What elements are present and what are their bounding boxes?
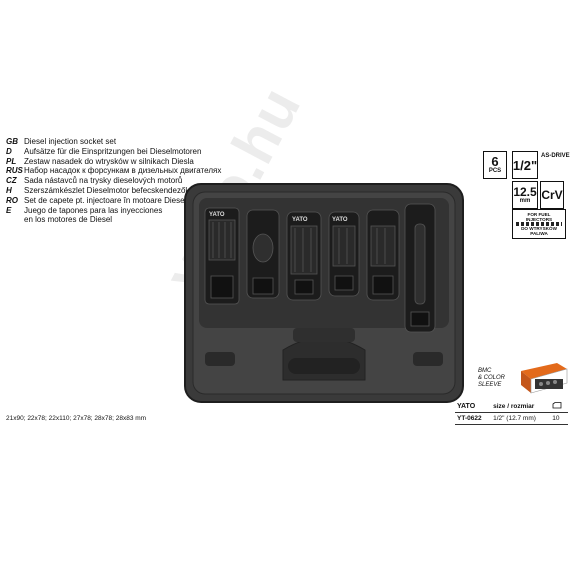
- language-text: Diesel injection socket set: [24, 137, 117, 146]
- box-icon: [550, 401, 568, 413]
- product-qty: 10: [550, 412, 568, 425]
- socket-sizes: 21x90; 22x78; 22x110; 27x78; 28x78; 28x8…: [6, 415, 147, 422]
- table-header: YATO size / rozmiar: [455, 401, 568, 413]
- language-code: PL: [6, 156, 17, 166]
- language-code: D: [6, 146, 12, 156]
- table-brand: YATO: [455, 401, 492, 413]
- drive-badge: 1/2": [512, 151, 538, 179]
- language-row: E Juego de tapones para las inyecciones: [6, 206, 186, 216]
- language-code: GB: [6, 137, 18, 146]
- pcs-count: 6: [491, 153, 499, 169]
- pcs-unit: PCS: [488, 167, 502, 174]
- product-code: YT-0622: [455, 412, 492, 425]
- injector-icon: [516, 222, 562, 226]
- pcs-badge: 6 PCS: [483, 151, 507, 179]
- packaging-line-2: & COLOR: [478, 375, 506, 381]
- product-size: 1/2" (12.7 mm): [491, 412, 551, 425]
- language-row: RO Set de capete pt. injectoare în motoar…: [6, 196, 186, 206]
- injector-badge: FOR FUEL INJECTORS DO WTRYSKÓW PALIWA: [512, 209, 566, 239]
- injector-label-top: FOR FUEL INJECTORS: [525, 212, 553, 222]
- table-row: YT-0622 1/2" (12.7 mm) 10: [455, 412, 568, 425]
- language-code: H: [6, 185, 12, 195]
- socket-6: [404, 203, 436, 333]
- socket-4-brand: YATO: [332, 217, 348, 223]
- injector-label-bottom: DO WTRYSKÓW PALIWA: [521, 226, 557, 236]
- language-row: H Szerszámkészlet Dieselmotor befecskende…: [6, 185, 202, 196]
- language-row: GB Diesel injection socket set: [6, 137, 186, 147]
- language-code: [6, 215, 24, 225]
- language-text: Juego de tapones para las inyecciones: [24, 205, 163, 215]
- material-badge: CrV: [540, 181, 564, 209]
- language-code: E: [6, 205, 12, 215]
- language-text: Zestaw nasadek do wtrysków w silnikach D…: [24, 156, 194, 166]
- tool-case-image: YATO YATO YATO: [184, 183, 464, 403]
- size-badge: 12.5 mm: [512, 181, 538, 209]
- packaging-label: BMC & COLOR SLEEVE: [478, 368, 518, 389]
- socket-3-brand: YATO: [292, 217, 308, 223]
- language-text: en los motores de Diesel: [24, 215, 113, 225]
- language-text: Sada nástavců na trysky dieselových moto…: [24, 176, 183, 186]
- table-size-header: size / rozmiar: [491, 401, 551, 413]
- product-table: YATO size / rozmiar YT-0622 1/2" (12.7 m…: [455, 401, 568, 425]
- socket-1: [204, 207, 240, 305]
- language-text: Set de capete pt. injectoare în motoare …: [24, 195, 187, 205]
- packaging-line-3: SLEEVE: [478, 382, 502, 388]
- size-value: 12.5: [513, 184, 537, 199]
- language-text: Набор насадок к форсункам в дизельных дв…: [24, 166, 222, 176]
- language-code: CZ: [6, 176, 17, 186]
- language-code: RO: [6, 195, 18, 205]
- socket-5: [366, 209, 400, 301]
- language-row: PL Zestaw nasadek do wtrysków w silnikach…: [6, 156, 194, 167]
- socket-4: [328, 211, 360, 297]
- size-unit: mm: [519, 197, 531, 204]
- socket-2: [246, 209, 280, 299]
- socket-1-brand: YATO: [209, 212, 225, 218]
- packaging-line-1: BMC: [478, 368, 492, 374]
- language-code: RUS: [6, 166, 23, 176]
- drive-label: AS-DRIVE: [541, 153, 570, 159]
- language-text: Aufsätze für die Einspritzungen bei Dies…: [24, 146, 202, 156]
- language-row: D Aufsätze für die Einspritzungen bei Die…: [6, 146, 201, 157]
- packaging-box-image: [521, 363, 568, 394]
- language-row: CZ Sada nástavců na trysky dieselových mo…: [6, 176, 186, 186]
- language-text: Szerszámkészlet Dieselmotor befecskendez…: [24, 185, 203, 195]
- socket-3: [286, 211, 322, 301]
- language-row: en los motores de Diesel: [6, 215, 186, 225]
